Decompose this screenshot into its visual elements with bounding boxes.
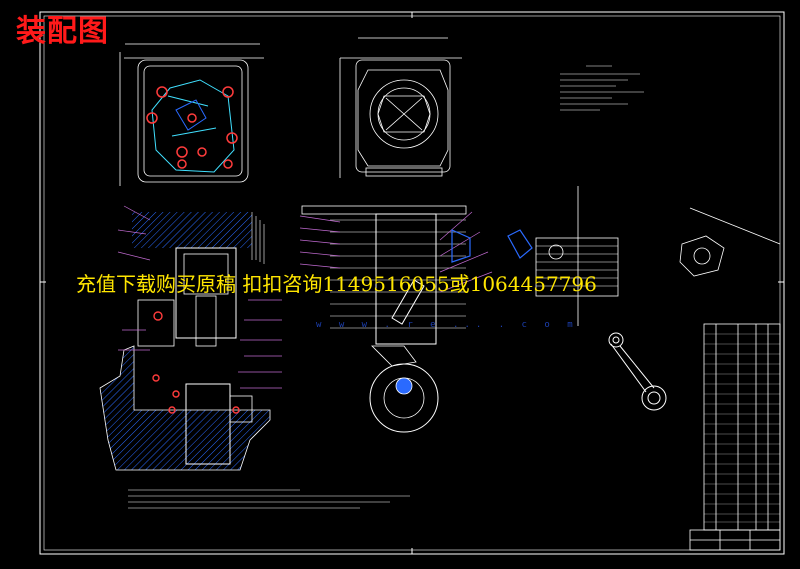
drawing-title: 装配图 [16, 14, 109, 49]
cylinder-side-view [535, 186, 781, 326]
side-section-view [299, 205, 533, 433]
main-section-view [99, 205, 282, 471]
parts-list-table [703, 323, 781, 531]
assembly-notes [128, 489, 410, 509]
top-view-cylinder [339, 37, 462, 178]
title-block [689, 529, 781, 551]
top-view-cylinder-head [119, 43, 264, 186]
technical-notes [560, 65, 644, 111]
connecting-rod-view [608, 332, 667, 411]
drawing-frame [39, 11, 785, 555]
watermark-url: w w w . r e ... . c o m [316, 320, 579, 330]
watermark-text: 充值下载购买原稿 扣扣咨询1149516055或1064457796 [76, 272, 597, 296]
